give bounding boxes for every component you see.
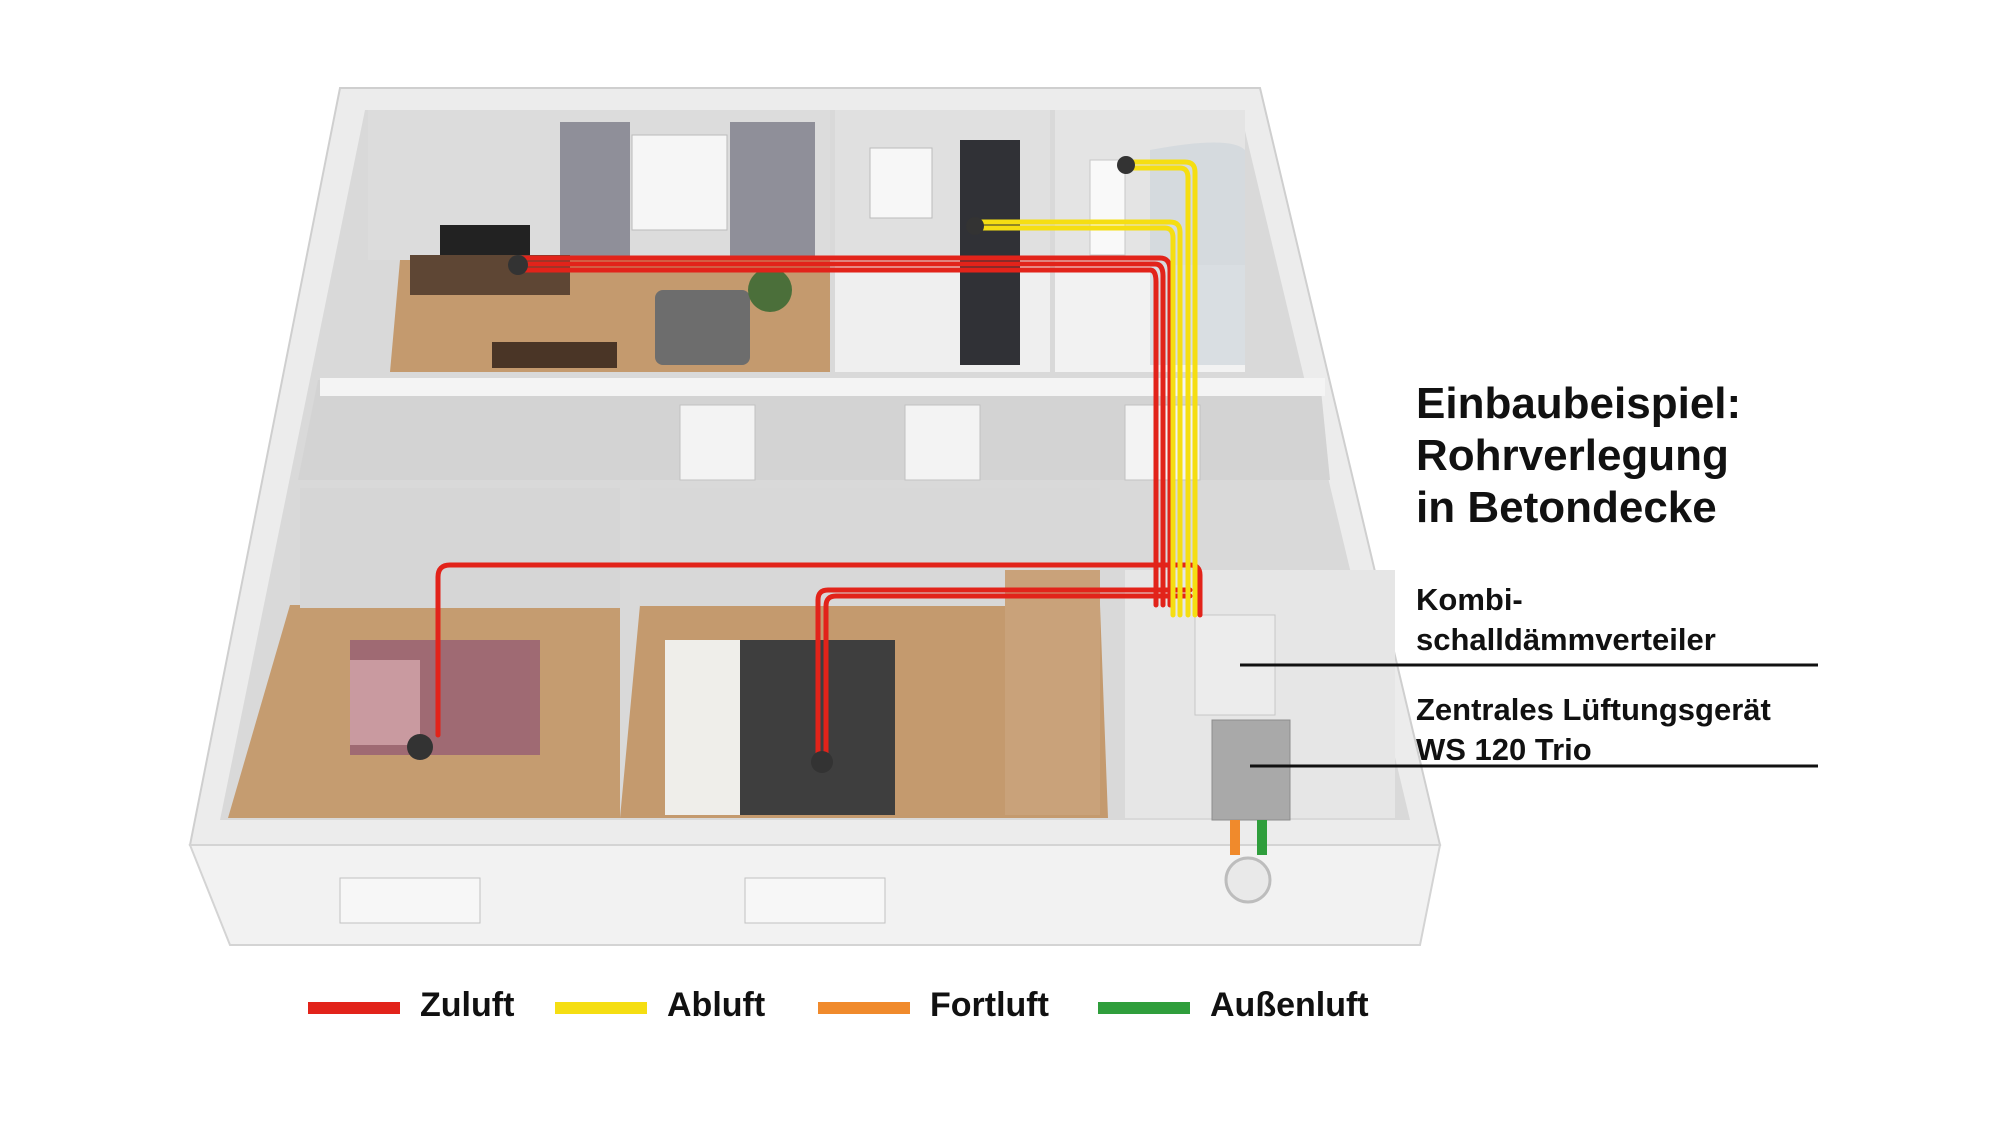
callout-line-text: Kombi- <box>1416 582 1523 617</box>
legend-swatch <box>555 1002 647 1014</box>
title-line: Rohrverlegung <box>1416 431 1729 480</box>
legend-swatch <box>818 1002 910 1014</box>
bedroom-right-sheet <box>665 640 740 815</box>
hallway-floor <box>298 380 1330 480</box>
window-living <box>631 134 728 231</box>
bedroom-left-pillow <box>350 660 420 745</box>
diagram-title: Einbaubeispiel: Rohrverlegung in Betonde… <box>1416 378 1976 534</box>
coffee-table <box>492 342 617 368</box>
door-hallway-2 <box>904 404 981 481</box>
zuluft-ducts <box>435 255 1203 763</box>
bedroom-left-back-wall <box>300 488 620 608</box>
legend-swatch <box>308 1002 400 1014</box>
legend-label: Abluft <box>667 986 766 1024</box>
front-window-right <box>744 877 886 924</box>
callout-ventilation-unit: Zentrales Lüftungsgerät WS 120 Trio <box>1416 690 1771 770</box>
legend-label: Außenluft <box>1210 986 1369 1024</box>
abluft-ducts <box>977 159 1198 618</box>
plant-icon <box>748 268 792 312</box>
title-line: in Betondecke <box>1416 483 1717 532</box>
outdoor-vent <box>1224 856 1272 904</box>
armchair <box>655 290 750 365</box>
sideboard <box>410 255 570 295</box>
front-window-left <box>339 877 481 924</box>
legend-label: Zuluft <box>420 986 515 1024</box>
radiator <box>1089 159 1126 256</box>
title-line: Einbaubeispiel: <box>1416 379 1742 428</box>
curtain-right <box>730 122 815 257</box>
legend-label: Fortluft <box>930 986 1049 1024</box>
air-outlet-bedroom-left <box>407 734 433 760</box>
curtain-left <box>560 122 630 257</box>
air-outlet-kitchen <box>966 217 984 235</box>
kitchen-window <box>869 147 933 219</box>
callout-line-text: Zentrales Lüftungsgerät <box>1416 692 1771 727</box>
door-hallway-1 <box>679 404 756 481</box>
air-outlet-bedroom-right <box>811 751 833 773</box>
ventilation-unit <box>1211 719 1291 821</box>
hallway-wall <box>320 378 1325 396</box>
kitchen-cabinet <box>960 140 1020 365</box>
air-outlet-bathroom <box>1117 156 1135 174</box>
callout-line-text: WS 120 Trio <box>1416 732 1592 767</box>
callout-line-text: schalldämmverteiler <box>1416 622 1716 657</box>
air-outlet-living <box>508 255 528 275</box>
callout-distributor: Kombi- schalldämmverteiler <box>1416 580 1716 660</box>
wardrobe <box>1005 570 1100 815</box>
legend-swatch <box>1098 1002 1190 1014</box>
